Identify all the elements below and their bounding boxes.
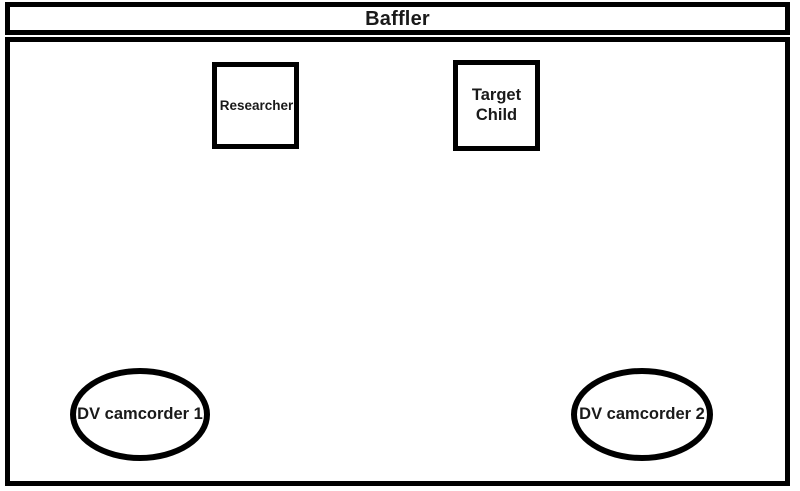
dv-camcorder-1-ellipse: DV camcorder 1 <box>70 368 210 461</box>
researcher-box: Researcher <box>212 62 299 149</box>
target-child-label: Target Child <box>471 86 522 124</box>
target-child-box: Target Child <box>453 60 540 151</box>
baffler-label: Baffler <box>365 7 430 30</box>
baffler-panel: Baffler <box>5 2 790 35</box>
dv-camcorder-2-ellipse: DV camcorder 2 <box>571 368 713 461</box>
dv-camcorder-1-label: DV camcorder 1 <box>77 405 203 424</box>
dv-camcorder-2-label: DV camcorder 2 <box>579 405 705 424</box>
researcher-label: Researcher <box>219 97 294 113</box>
